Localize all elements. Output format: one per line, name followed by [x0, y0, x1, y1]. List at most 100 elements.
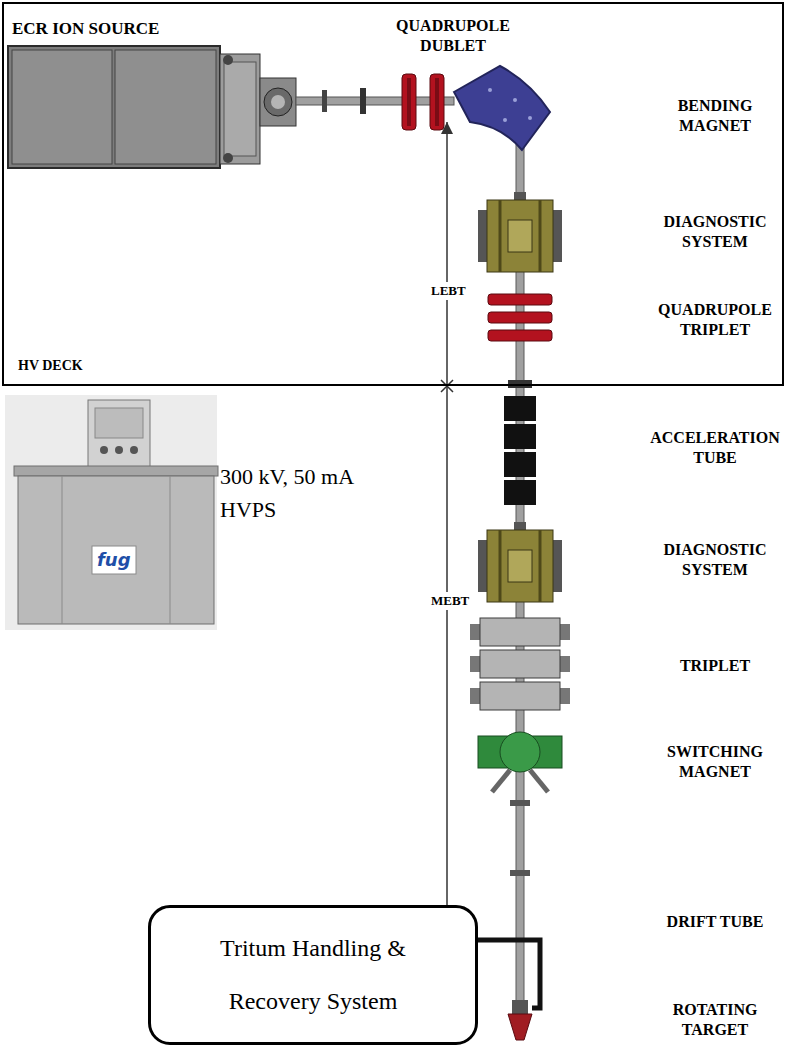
part-label: ECR ION SOURCE: [12, 18, 159, 39]
magnet-triplet: [560, 624, 570, 640]
region-label: HV DECK: [18, 358, 83, 374]
part-label: DIAGNOSTIC SYSTEM: [648, 540, 782, 580]
hvps-picture: [18, 476, 214, 624]
quadrupole-dublet: [407, 78, 411, 126]
quadrupole-triplet: [488, 312, 552, 323]
bending-magnet: [503, 118, 507, 122]
diagnostic-chamber: [478, 540, 487, 592]
ecr-ion-source: [12, 50, 112, 164]
bending-magnet: [454, 66, 550, 150]
diagnostic-chamber: [514, 522, 526, 530]
quadrupole-dublet: [435, 78, 439, 126]
bending-magnet: [513, 98, 517, 102]
rotating-target: [508, 1000, 532, 1040]
part-label: DRIFT TUBE: [648, 912, 782, 932]
hvps-picture: [115, 446, 123, 454]
ecr-ion-source: [8, 46, 220, 168]
quadrupole-dublet: [430, 74, 444, 130]
beam-pipe: [510, 870, 530, 876]
logo-text: fug: [97, 549, 131, 572]
diagnostic-chamber: [487, 200, 553, 272]
beam-pipe: [360, 88, 366, 114]
magnet-triplet: [560, 688, 570, 704]
ecr-ion-source: [223, 55, 233, 65]
quadrupole-triplet: [488, 330, 552, 341]
acceleration-tube: [504, 480, 536, 505]
system-box: Tritum Handling & Recovery System: [148, 905, 478, 1045]
dimension-line: [441, 380, 453, 392]
diagnostic-chamber: [539, 200, 542, 272]
magnet-triplet: [480, 650, 560, 678]
diagnostic-chamber: [553, 210, 562, 262]
hvps-picture: [130, 446, 138, 454]
switching-magnet: [478, 732, 562, 792]
magnet-triplet: [470, 688, 480, 704]
ecr-ion-source: [271, 95, 285, 109]
magnet-triplet: [470, 624, 480, 640]
part-label: QUADRUPOLE TRIPLET: [648, 300, 782, 340]
hvps-picture: [100, 446, 108, 454]
part-label: BENDING MAGNET: [648, 96, 782, 136]
rotating-target: [512, 1000, 528, 1014]
part-label: DIAGNOSTIC SYSTEM: [648, 212, 782, 252]
switching-magnet: [530, 770, 548, 792]
ecr-ion-source: [220, 54, 260, 164]
hvps-picture: [170, 476, 171, 624]
part-label: QUADRUPOLE DUBLET: [385, 16, 521, 56]
part-label: ROTATING TARGET: [648, 1000, 782, 1040]
hv-deck-region: HV DECK: [2, 2, 784, 386]
tritium-line: [478, 940, 540, 1008]
bending-magnet: [454, 66, 550, 150]
quadrupole-triplet: [488, 294, 552, 305]
magnet-triplet: [480, 618, 560, 646]
part-label: TRIPLET: [648, 656, 782, 676]
diagnostic-chamber: [508, 550, 532, 582]
diagnostic-chamber: [553, 540, 562, 592]
hvps-picture: [92, 546, 136, 574]
beam-pipe: [322, 90, 327, 112]
beam-pipe: [510, 800, 530, 806]
acceleration-tube: [504, 452, 536, 477]
hvps-picture: [14, 466, 218, 476]
section-label: LEBT: [428, 282, 469, 300]
bending-magnet: [528, 116, 532, 120]
hvps-picture: [5, 395, 218, 630]
magnet-triplet: [470, 656, 480, 672]
diagnostic-chamber: [478, 192, 562, 272]
ecr-ion-source: [223, 153, 233, 163]
diagnostic-chamber: [499, 530, 502, 602]
ecr-ion-source: [264, 88, 292, 116]
diagnostic-chamber: [478, 210, 487, 262]
tritium-line: [478, 940, 540, 1008]
diagnostic-chamber: [539, 530, 542, 602]
diagnostic-chamber: [508, 220, 532, 252]
magnet-triplet: [470, 618, 570, 710]
acceleration-tube: [504, 424, 536, 449]
ecr-ion-source: [8, 46, 296, 168]
quadrupole-triplet: [488, 294, 552, 341]
hvps-picture: [5, 395, 217, 630]
hvps-picture: [62, 476, 63, 624]
part-label: SWITCHING MAGNET: [648, 742, 782, 782]
switching-magnet: [500, 732, 540, 772]
dimension-line: [446, 122, 448, 1038]
acceleration-tube: [504, 396, 536, 505]
diagnostic-chamber: [514, 192, 526, 200]
diagnostic-chamber: [487, 530, 553, 602]
ecr-ion-source: [260, 78, 296, 126]
dimension-line: [441, 122, 453, 1038]
ecr-ion-source: [224, 62, 256, 156]
quadrupole-dublet: [402, 74, 416, 130]
quadrupole-dublet: [402, 74, 444, 130]
diagnostic-chamber: [478, 522, 562, 602]
switching-magnet: [492, 770, 510, 792]
rotating-target: [508, 1014, 532, 1040]
magnet-triplet: [480, 682, 560, 710]
part-label: ACCELERATION TUBE: [648, 428, 782, 468]
section-label: MEBT: [428, 592, 472, 610]
bending-magnet: [488, 88, 492, 92]
acceleration-tube: [504, 396, 536, 421]
